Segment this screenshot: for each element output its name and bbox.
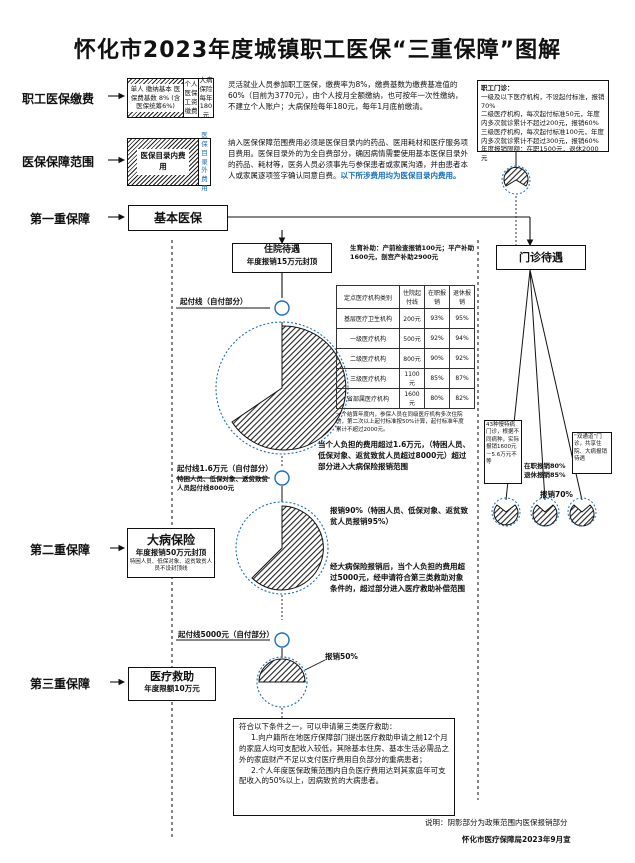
- threshold1-circle: [274, 300, 290, 316]
- table-cell: 87%: [449, 368, 475, 389]
- outpatient-line-2: 二级医疗机构，每次起付标准50元，年度内多次就诊累计不超过200元，报销60%: [481, 110, 600, 128]
- major-rate: 报销90%（特困人员、低保对象、返贫致贫人员报销95%）: [330, 506, 468, 526]
- table-cell: 三级医疗机构: [336, 368, 400, 389]
- inpatient-title: 住院待遇: [263, 245, 300, 255]
- label-scope: 医保保障范围: [22, 155, 95, 169]
- label-third: 第三重保障: [30, 677, 91, 691]
- payment-box-b: 个人 医保 工资 缴费: [184, 80, 198, 115]
- table-cell: 基层医疗卫生机构: [336, 308, 400, 329]
- table-cell: 92%: [449, 348, 475, 369]
- basic-insurance-box: 基本医保: [128, 205, 228, 231]
- threshold1-label: 起付线（自付部分）: [180, 297, 248, 306]
- note-third-entry: 经大病保险报销后，当个人负担的费用超过5000元，经申请符合第三类救助对象条件的…: [330, 562, 465, 593]
- table-cell: 92%: [424, 328, 450, 349]
- assist-limit: 年度限额10万元: [144, 684, 200, 693]
- scope-box-side: 医保目录外费用: [201, 131, 208, 192]
- payment-desc: 灵活就业人员参加职工医保，缴费率为8%，缴费基数为缴费基准值的60%（目前为37…: [228, 80, 463, 111]
- table-cell: 1100元: [399, 368, 425, 389]
- table-cell: 95%: [449, 308, 475, 329]
- inpatient-box: 住院待遇 年度报销15万元封顶: [232, 243, 332, 273]
- threshold3-label: 起付线5000元（自付部分）: [178, 630, 274, 639]
- assist-box: 医疗救助 年度限额10万元: [128, 667, 216, 701]
- table-cell: 省部属医疗机构: [336, 388, 400, 409]
- label-first: 第一重保障: [30, 212, 91, 226]
- table-header: 在职报销: [424, 285, 450, 309]
- table-cell: 800元: [399, 348, 425, 369]
- scope-note: 以下所涉费用均为医保目录内费用。: [340, 170, 461, 180]
- birth-subsidy: 生育补助：产前检查报销100元；平产补助1600元，剖宫产补助2900元: [350, 244, 475, 261]
- table-cell: 80%: [424, 388, 450, 409]
- outpatient-line-3: 三级医疗机构，每次起付标准100元，年度内多次就诊累计不超过300元，报销60%: [481, 127, 604, 145]
- footer-note: 说明：阴影部分为政策范围内医保报销部分: [425, 818, 568, 827]
- scope-desc: 纳入医保保障范围费用必须是医保目录内的药品、医用耗材和医疗服务项目费用。医保目录…: [228, 138, 468, 182]
- chronic-right-box: “双通道”门诊，共享住院、大病报销待遇: [572, 432, 612, 474]
- table-cell: 90%: [424, 348, 450, 369]
- conditions-box: 符合以下条件之一，可以申请第三类医疗救助： 1.向户籍所在地医疗保障部门提出医疗…: [233, 718, 455, 816]
- table-header: 住院起付线: [399, 285, 425, 309]
- table-cell: 93%: [424, 308, 450, 329]
- outpatient-general-title: 职工门诊：: [481, 84, 514, 92]
- table-cell: 500元: [399, 328, 425, 349]
- assist-pie: [258, 658, 306, 683]
- scope-desc-text: 纳入医保保障范围费用必须是医保目录内的药品、医用耗材和医疗服务项目费用。医保目录…: [228, 138, 468, 180]
- payment-box-c: 大病 保险 每年 180元: [199, 76, 213, 120]
- threshold2-circle: [274, 470, 290, 486]
- note-second-entry: 当个人负担的费用超过1.6万元，（特困人员、低保对象、返贫致贫人员超过8000元…: [318, 440, 471, 471]
- outpatient-line-4: 年度报销限额：在职1500元，退休2000元: [481, 145, 599, 163]
- major-limit: 年度报销50万元封顶: [135, 548, 207, 557]
- footer-org: 怀化市医疗保障局2023年9月宣: [462, 835, 571, 844]
- outpatient-line-1: 一级及以下医疗机构，不设起付标准，报销70%: [481, 92, 605, 110]
- inpatient-limit: 年度报销15万元封顶: [246, 257, 318, 267]
- payment-box-a: 单人 缴纳基本 医保费基数 8% (含医保统筹6%): [128, 83, 183, 113]
- inpatient-pie: [231, 325, 347, 451]
- threshold2-title: 起付线1.6万元（自付部分）: [177, 464, 273, 473]
- table-note: 一个结算年度内，参保人员在同级医疗机构多次住院的，第二次以上起付标准按50%计算…: [336, 412, 464, 433]
- major-sub: 特困人员、低保对象、返贫致贫人员不设封顶线: [129, 558, 213, 573]
- payment-box: 单人 缴纳基本 医保费基数 8% (含医保统筹6%) 个人 医保 工资 缴费 大…: [127, 76, 214, 120]
- table-cell: 二级医疗机构: [336, 348, 400, 369]
- assist-rate: 报销50%: [325, 652, 358, 661]
- major-title: 大病保险: [146, 533, 195, 547]
- conditions-intro: 符合以下条件之一，可以申请第三类医疗救助：: [239, 722, 397, 731]
- scope-box: 医保目录内费用 医保目录外费用: [127, 131, 211, 192]
- label-payment: 职工医保缴费: [22, 92, 95, 106]
- threshold2-sub: 特困人员、低保对象、返贫致贫人员起付线8000元: [177, 474, 268, 492]
- outpatient-box: 门诊待遇: [496, 245, 586, 270]
- table-cell: 82%: [449, 388, 475, 409]
- chronic-left-box: 43种慢特病门诊，根据不同病种，实际报销1600元－5.6万元不等: [484, 420, 522, 484]
- chronic-rate: 报销70%: [540, 490, 573, 499]
- table-cell: 85%: [424, 368, 450, 389]
- assist-title: 医疗救助: [150, 670, 194, 683]
- outpatient-general-box: 职工门诊： 一级及以下医疗机构，不设起付标准，报销70% 二级医疗机构，每次起付…: [477, 80, 609, 162]
- page-title: 怀化市2023年度城镇职工医保“三重保障”图解: [73, 38, 562, 63]
- table-header: 退休报销: [449, 285, 475, 309]
- chronic-mid: 在职报销80% 退休报销85%: [524, 462, 566, 479]
- major-box: 大病保险 年度报销50万元封顶 特困人员、低保对象、返贫致贫人员不设封顶线: [127, 528, 215, 578]
- scope-box-main: 医保目录内费用: [137, 149, 189, 175]
- conditions-c2: 2.个人年度医保政策范围内自负医疗费用达到其家庭年可支配收入的50%以上，因病致…: [239, 765, 446, 786]
- threshold2-wrap: 起付线1.6万元（自付部分） 特困人员、低保对象、返贫致贫人员起付线8000元: [177, 464, 273, 492]
- table-cell: 94%: [449, 328, 475, 349]
- conditions-c1: 1.向户籍所在地医疗保障部门提出医疗救助申请之前12个月的家庭人均可支配收入较低…: [239, 732, 449, 764]
- table-header: 定点医疗机构类别: [336, 285, 400, 309]
- label-second: 第二重保障: [30, 543, 91, 557]
- table-cell: 一级医疗机构: [336, 328, 400, 349]
- threshold3-circle: [274, 632, 290, 648]
- major-pie: [251, 505, 324, 591]
- table-cell: 200元: [399, 308, 425, 329]
- table-cell: 1600元: [399, 388, 425, 409]
